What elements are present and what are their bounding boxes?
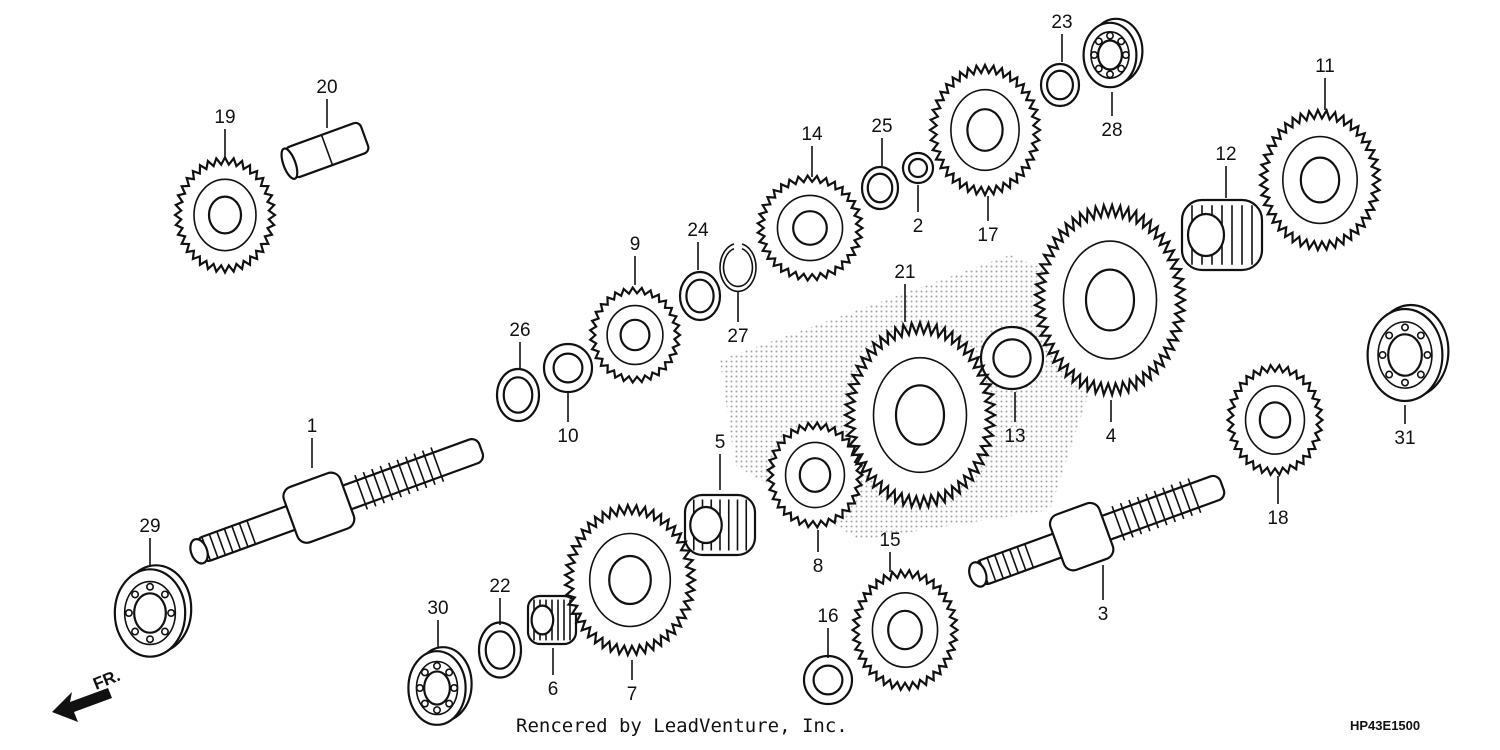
part-12-needle-bearing[interactable] [1180,198,1264,272]
part-25-washer[interactable] [860,165,900,211]
part-23-washer[interactable] [1039,62,1081,108]
callout-30[interactable]: 30 [427,598,448,619]
callout-8[interactable]: 8 [813,556,824,577]
part-2-collar[interactable] [901,151,935,185]
callout-11[interactable]: 11 [1315,56,1335,77]
callout-6[interactable]: 6 [548,679,559,700]
part-29-ball-bearing[interactable] [113,564,193,658]
callout-18[interactable]: 18 [1267,508,1288,529]
part-10-collar[interactable] [542,342,594,394]
part-28-ball-bearing[interactable] [1082,17,1144,89]
part-31-ball-bearing[interactable] [1366,303,1450,403]
callout-9[interactable]: 9 [630,234,641,255]
callout-24[interactable]: 24 [687,220,709,241]
callout-31[interactable]: 31 [1394,428,1415,449]
part-14-gear[interactable] [755,173,865,283]
part-30-ball-bearing[interactable] [407,646,473,726]
diagram-code: HP43E1500 [1350,718,1420,733]
part-27-snap-ring[interactable] [719,243,757,293]
callout-7[interactable]: 7 [627,684,638,705]
part-18-gear[interactable] [1225,362,1325,478]
part-7-gear[interactable] [562,502,698,658]
callout-4[interactable]: 4 [1106,426,1117,447]
callout-15[interactable]: 15 [879,530,900,551]
callout-17[interactable]: 17 [977,225,998,246]
render-credit: Rencered by LeadVenture, Inc. [516,715,848,737]
part-19-gear[interactable] [173,155,277,275]
callout-25[interactable]: 25 [871,116,892,137]
callout-3[interactable]: 3 [1098,604,1109,625]
callout-26[interactable]: 26 [509,320,530,341]
part-1-shaft[interactable] [181,421,491,582]
callout-28[interactable]: 28 [1101,120,1122,141]
callout-12[interactable]: 12 [1215,144,1236,165]
part-13-collar[interactable] [979,325,1045,391]
callout-22[interactable]: 22 [489,576,510,597]
callout-27[interactable]: 27 [727,326,748,347]
part-8-gear[interactable] [765,420,865,530]
part-3-shaft[interactable] [960,458,1232,605]
part-22-washer[interactable] [477,621,523,679]
callout-23[interactable]: 23 [1051,12,1072,33]
callout-10[interactable]: 10 [557,426,578,447]
part-11-gear[interactable] [1258,107,1383,253]
part-15-gear[interactable] [850,567,960,693]
callout-2[interactable]: 2 [913,216,924,237]
part-17-gear[interactable] [928,62,1042,198]
part-5-needle-bearing[interactable] [683,493,757,557]
callout-20[interactable]: 20 [316,77,337,98]
part-9-gear[interactable] [588,285,682,385]
part-20-pin[interactable] [278,121,370,180]
front-direction-label: FR. [90,666,123,694]
callout-5[interactable]: 5 [715,432,726,453]
callout-21[interactable]: 21 [894,262,915,283]
callout-16[interactable]: 16 [817,606,838,627]
callout-14[interactable]: 14 [801,124,823,145]
callout-29[interactable]: 29 [139,516,160,537]
part-16-collar[interactable] [802,654,854,706]
callout-1[interactable]: 1 [307,416,318,437]
part-24-washer[interactable] [678,270,722,322]
front-direction-arrow: FR. [52,666,123,722]
part-4-gear[interactable] [1032,201,1188,399]
part-26-washer[interactable] [495,367,541,423]
part-21-gear[interactable] [842,318,998,512]
callout-19[interactable]: 19 [214,107,235,128]
callout-13[interactable]: 13 [1004,426,1025,447]
part-6-needle-bearing[interactable] [526,594,578,646]
